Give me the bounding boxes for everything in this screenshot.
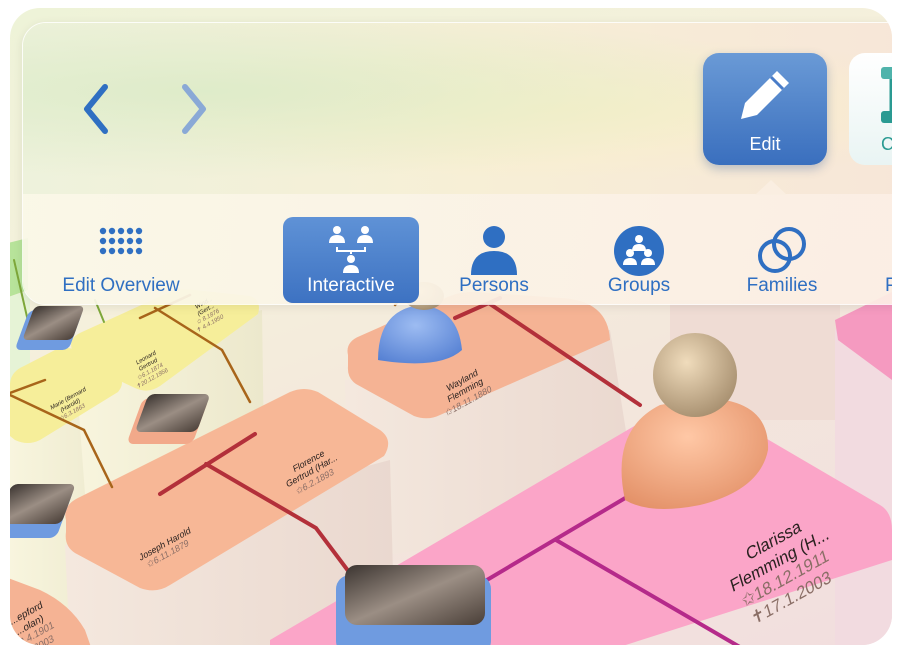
person-icon [471, 226, 517, 275]
chart-icon [881, 67, 892, 123]
toolbar: Edit Ch Edit Overview Interactive Person… [22, 22, 892, 305]
selection-pointer [755, 180, 787, 195]
tab-persons[interactable]: Persons [443, 217, 545, 303]
rings-icon [758, 227, 806, 273]
photo-florence [128, 394, 209, 444]
interactive-tree-canvas[interactable] [10, 8, 892, 645]
app-window: Clarissa Flemming (H... ✩18.12.1911 ✝17.… [10, 8, 892, 645]
forward-button[interactable] [173, 81, 213, 137]
toolbar-tabs [23, 194, 892, 304]
person-figure-clarissa[interactable] [621, 333, 769, 509]
tab-groups[interactable]: Groups [588, 217, 690, 303]
photo-leonard [16, 306, 84, 350]
chevron-right-icon [182, 84, 206, 134]
photo-child [336, 565, 491, 645]
chevron-left-icon [84, 84, 108, 134]
tab-families[interactable]: Families [731, 217, 833, 303]
pencil-icon [741, 71, 789, 119]
back-button[interactable] [77, 81, 117, 137]
grid-icon [99, 227, 143, 255]
charts-button[interactable]: Ch [849, 53, 892, 165]
tab-edit-overview[interactable]: Edit Overview [43, 217, 199, 303]
tab-partial[interactable]: P [885, 217, 892, 303]
tree-icon [329, 226, 373, 273]
photo-joseph [10, 484, 75, 538]
tab-interactive[interactable]: Interactive [283, 217, 419, 303]
person-photos[interactable] [10, 306, 491, 645]
group-icon [614, 226, 664, 276]
edit-button[interactable]: Edit [703, 53, 827, 165]
